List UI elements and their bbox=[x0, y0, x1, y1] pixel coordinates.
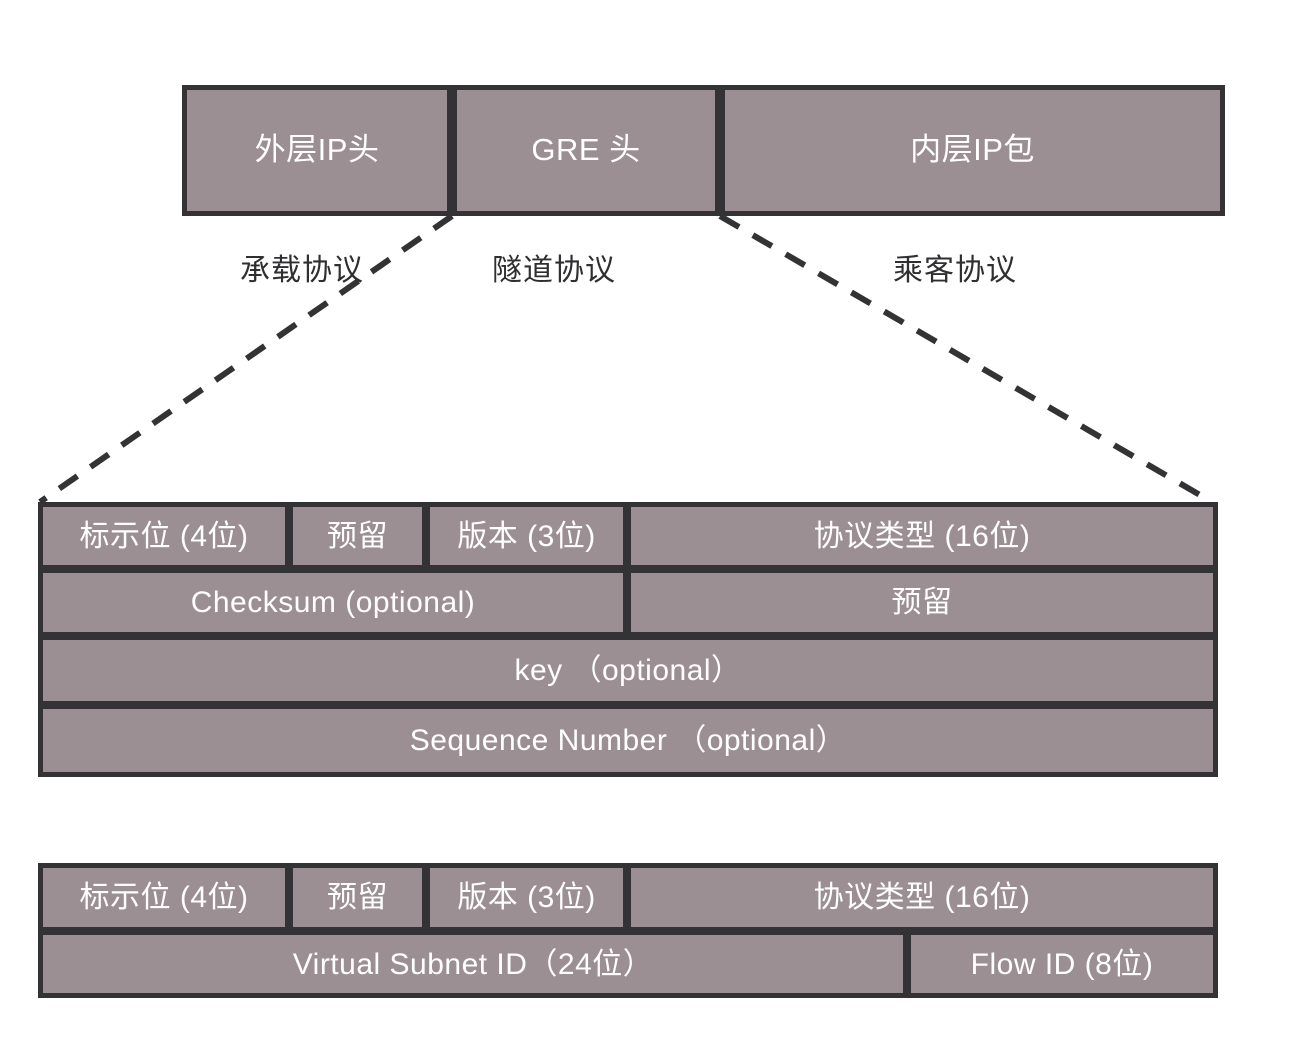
nvgre-field-flags: 标示位 (4位) bbox=[38, 863, 290, 932]
packet-cell-outer-ip-header: 外层IP头 bbox=[182, 85, 452, 216]
gre-field-protocol-type: 协议类型 (16位) bbox=[626, 502, 1218, 570]
role-label-carrier-protocol: 承载协议 bbox=[240, 254, 364, 287]
gre-field-checksum: Checksum (optional) bbox=[38, 568, 628, 637]
role-label-tunnel-protocol: 隧道协议 bbox=[492, 254, 616, 287]
packet-cell-gre-header: GRE 头 bbox=[452, 85, 720, 216]
gre-field-version: 版本 (3位) bbox=[425, 502, 628, 570]
nvgre-field-flow-id: Flow ID (8位) bbox=[906, 930, 1218, 998]
gre-field-key: key （optional） bbox=[38, 635, 1218, 706]
gre-field-sequence-number: Sequence Number （optional） bbox=[38, 704, 1218, 777]
role-label-passenger-protocol: 乘客协议 bbox=[893, 254, 1017, 287]
nvgre-field-virtual-subnet-id: Virtual Subnet ID（24位） bbox=[38, 930, 908, 998]
nvgre-field-reserved: 预留 bbox=[288, 863, 427, 932]
gre-field-reserved0: 预留 bbox=[288, 502, 427, 570]
gre-field-reserved1: 预留 bbox=[626, 568, 1218, 637]
nvgre-field-protocol-type: 协议类型 (16位) bbox=[626, 863, 1218, 932]
nvgre-field-version: 版本 (3位) bbox=[425, 863, 628, 932]
packet-cell-inner-ip-packet: 内层IP包 bbox=[720, 85, 1225, 216]
gre-field-flags: 标示位 (4位) bbox=[38, 502, 290, 570]
